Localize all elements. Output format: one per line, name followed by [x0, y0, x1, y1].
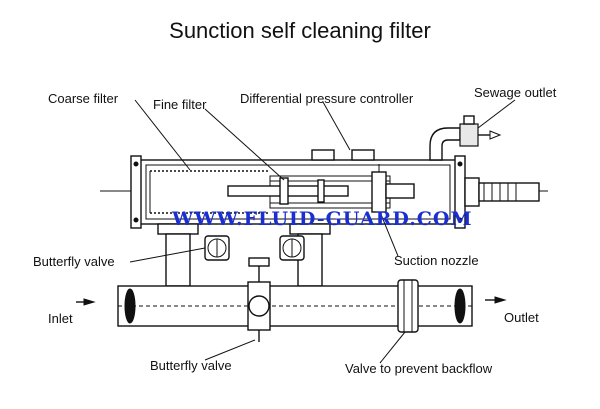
suction-nozzle-body	[371, 171, 387, 213]
bypass-valve-disc	[248, 295, 270, 317]
label-butterfly-valve-top: Butterfly valve	[33, 254, 115, 269]
leader-fine-filter	[204, 108, 285, 181]
shaft-collar	[279, 177, 289, 205]
sewage-elbow	[429, 127, 461, 161]
label-coarse-filter: Coarse filter	[48, 91, 119, 106]
flange-bolt	[457, 217, 463, 223]
watermark: WWW.FLUID-GUARD.COM	[172, 208, 473, 230]
outlet-arrow-icon	[494, 296, 507, 304]
bypass-valve-actuator	[248, 257, 270, 267]
actuator-cylinder	[478, 182, 540, 202]
controller-box	[311, 149, 335, 161]
leader-backflow-valve	[379, 331, 406, 364]
leader-sewage-outlet	[477, 99, 516, 129]
sewage-valve	[459, 123, 479, 147]
sewage-valve-actuator	[463, 115, 475, 125]
sewage-arrow-icon	[489, 130, 502, 140]
actuator-mount	[464, 177, 480, 207]
diagram-title: Sunction self cleaning filter	[169, 18, 431, 43]
inlet-riser	[165, 233, 191, 287]
label-sewage-outlet: Sewage outlet	[474, 85, 557, 100]
leader-butterfly-valve-bottom	[204, 339, 256, 361]
leader-dpc	[322, 101, 351, 151]
leader-butterfly-valve-top	[129, 247, 206, 263]
label-valve-to-prevent-backflow: Valve to prevent backflow	[345, 361, 493, 376]
pipe-end-inlet	[124, 288, 136, 324]
shaft-collar	[317, 179, 325, 203]
label-fine-filter: Fine filter	[153, 97, 207, 112]
leader-suction-nozzle	[379, 211, 399, 257]
pipe-end-outlet	[454, 288, 466, 324]
filter-housing-inner	[145, 164, 451, 220]
backflow-check-valve	[397, 279, 419, 333]
label-differential-pressure-controller: Differential pressure controller	[240, 91, 414, 106]
flange-bolt	[457, 161, 463, 167]
left-flange	[130, 155, 142, 229]
label-suction-nozzle: Suction nozzle	[394, 253, 479, 268]
label-butterfly-valve-bottom: Butterfly valve	[150, 358, 232, 373]
label-outlet: Outlet	[504, 310, 539, 325]
label-inlet: Inlet	[48, 311, 73, 326]
suction-nozzle-arm	[385, 183, 415, 199]
leader-coarse-filter	[134, 99, 191, 171]
flange-bolt	[133, 161, 139, 167]
flange-bolt	[133, 217, 139, 223]
controller-box	[351, 149, 375, 161]
